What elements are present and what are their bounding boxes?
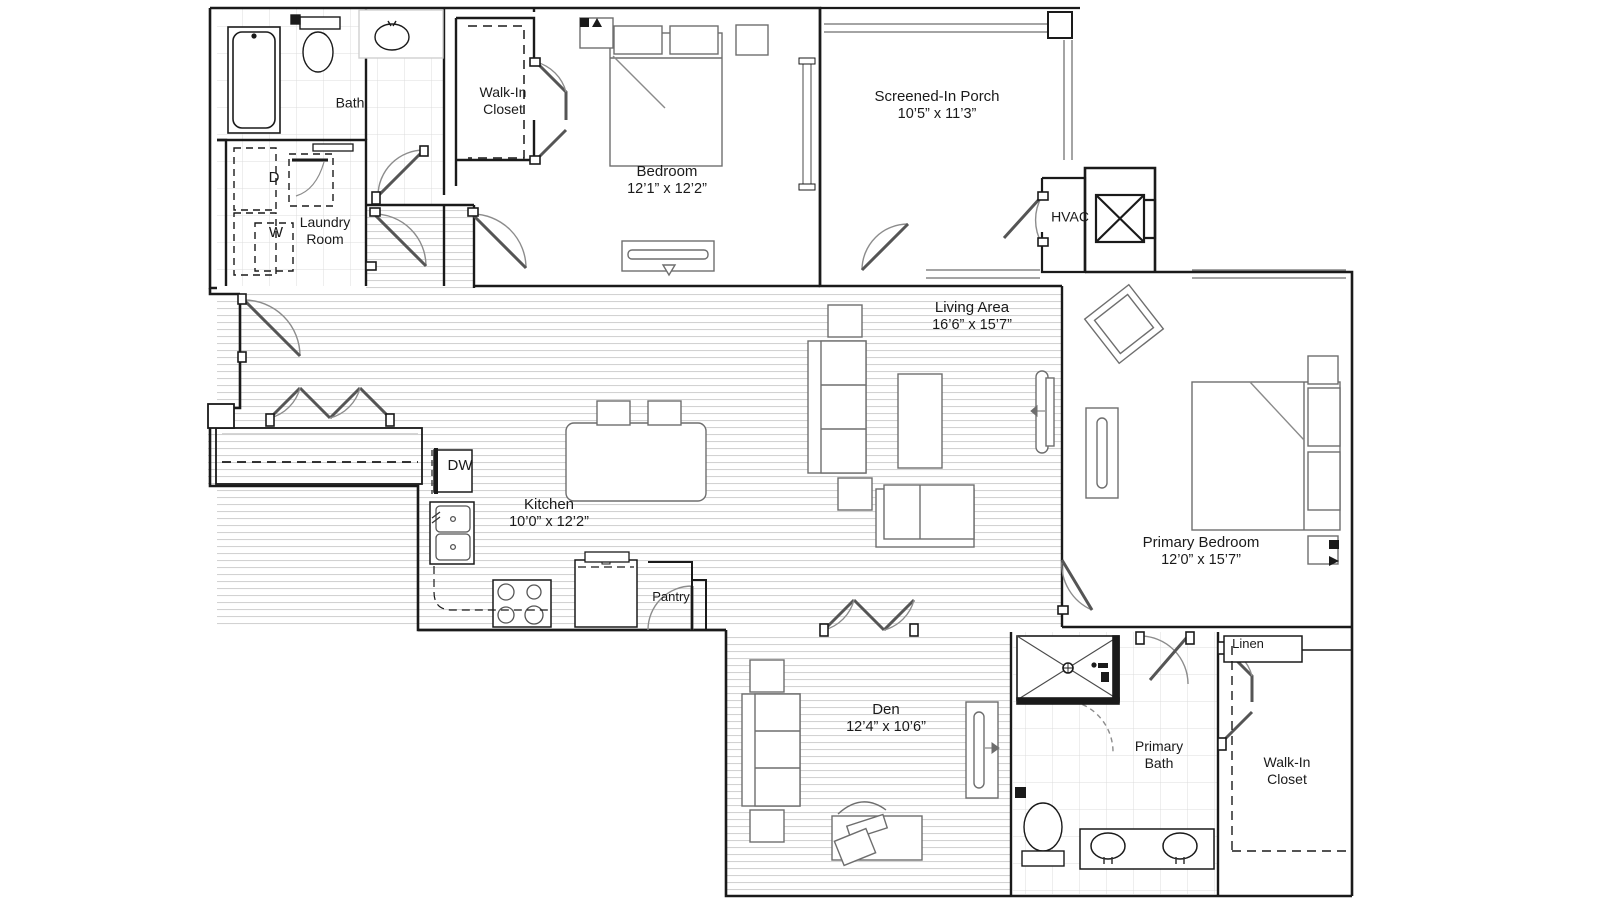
toilet-fixture [290,14,341,73]
porch-chair [1083,283,1165,365]
closet-shelving [468,25,525,159]
den-furniture [741,659,999,867]
bathtub [227,26,281,134]
living-furniture [807,304,1119,548]
dining-set [565,400,707,502]
windows-and-screens [798,11,1346,279]
cooktop [497,583,544,625]
shower-controls [1091,662,1109,682]
pedestal-sink [358,9,444,59]
shower [1016,635,1120,705]
laundry-counter [312,143,354,152]
pantry-walls [648,561,707,630]
double-vanity [1079,828,1215,870]
laundry-appliances [233,147,334,276]
primary-bed [1191,355,1341,565]
primary-toilet [1021,802,1065,867]
primary-outlet-icons [1329,540,1339,566]
hvac-closet-walls [1040,176,1157,274]
linen-closet [1223,635,1352,663]
tv-arrow [1030,404,1045,418]
bath-outlet [1015,787,1026,798]
door-jambs [237,57,1227,751]
bedroom-furniture [579,17,769,277]
dw-edge [434,448,438,494]
hall-niche [207,403,235,429]
counter-edge-dashed [433,566,548,611]
interior-walls [217,8,1352,896]
bedroom-outlet-icons [580,18,602,27]
hall-closet [215,427,423,485]
den-tv-arrow [985,742,1000,754]
kitchen-sink [431,505,471,561]
